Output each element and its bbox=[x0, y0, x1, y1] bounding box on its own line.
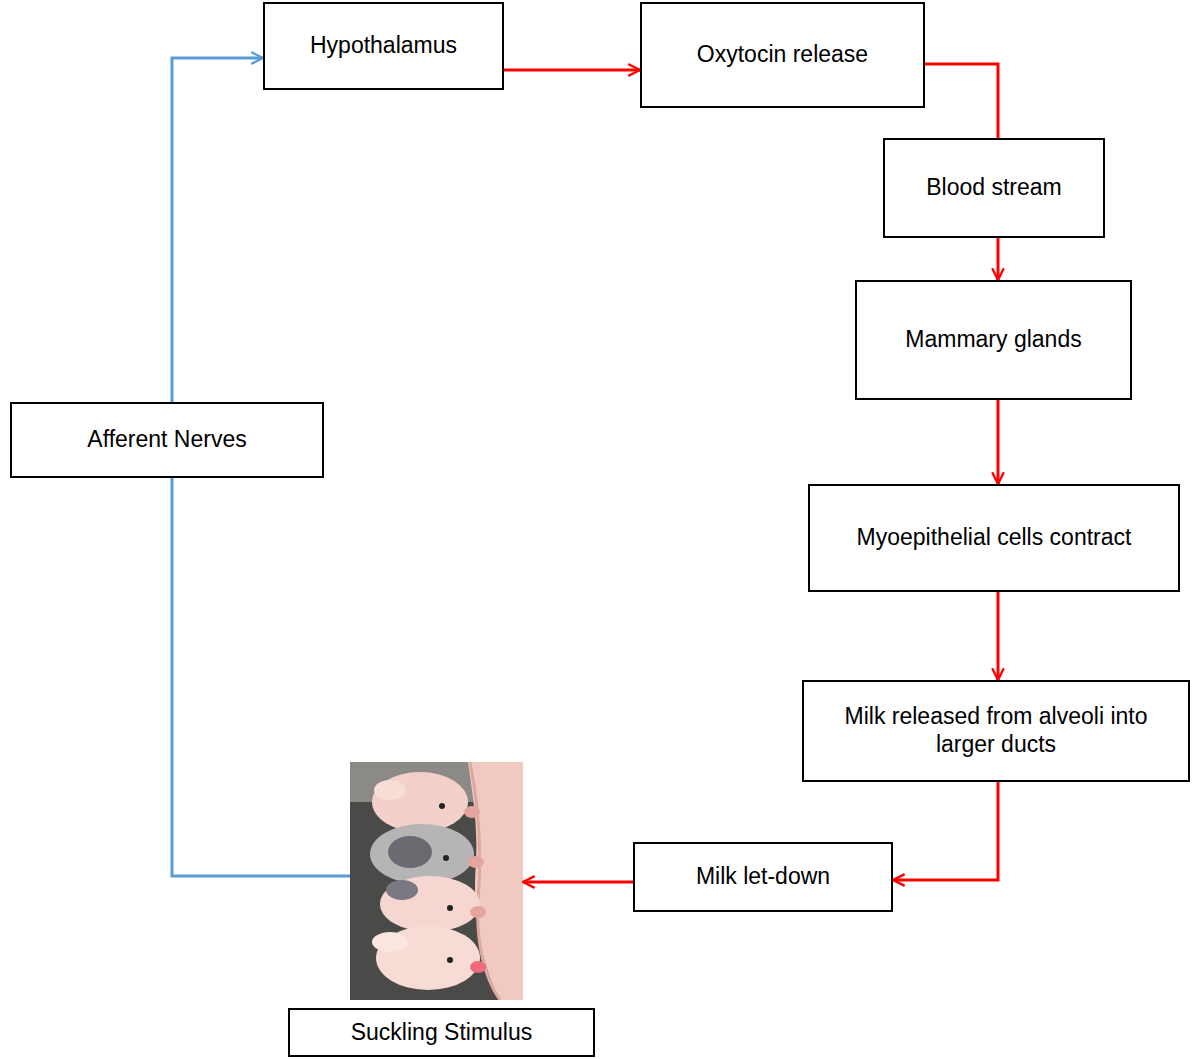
box-label: Suckling Stimulus bbox=[351, 1019, 533, 1047]
connector-arrow bbox=[997, 238, 1000, 280]
stimulus-box: Suckling Stimulus bbox=[288, 1008, 595, 1057]
stimulus-node: Suckling Stimulus bbox=[288, 762, 595, 1057]
connector-arrow bbox=[997, 592, 1000, 680]
process-box: Mammary glands bbox=[855, 280, 1132, 400]
connector-arrow bbox=[893, 782, 998, 880]
box-label: Oxytocin release bbox=[697, 41, 868, 69]
piglets-photo bbox=[350, 762, 523, 1000]
connector-arrow bbox=[504, 69, 640, 72]
box-label: Myoepithelial cells contract bbox=[857, 524, 1132, 552]
box-label: Milk let-down bbox=[696, 863, 830, 891]
process-box: Oxytocin release bbox=[640, 2, 925, 108]
connector-arrow bbox=[172, 58, 263, 402]
box-label: Blood stream bbox=[926, 174, 1062, 202]
box-label: Mammary glands bbox=[905, 326, 1081, 354]
connector-arrow bbox=[172, 478, 350, 876]
connector-arrow bbox=[997, 400, 1000, 484]
connector-arrow bbox=[925, 64, 998, 138]
box-label: Hypothalamus bbox=[310, 32, 457, 60]
box-label: Afferent Nerves bbox=[87, 426, 246, 454]
connector-arrow bbox=[523, 881, 633, 884]
process-box: Blood stream bbox=[883, 138, 1105, 238]
process-box: Milk released from alveoli into larger d… bbox=[802, 680, 1190, 782]
box-label: Milk released from alveoli into larger d… bbox=[841, 703, 1151, 758]
process-box: Hypothalamus bbox=[263, 2, 504, 90]
process-box: Afferent Nerves bbox=[10, 402, 324, 478]
process-box: Myoepithelial cells contract bbox=[808, 484, 1180, 592]
process-box: Milk let-down bbox=[633, 842, 893, 912]
